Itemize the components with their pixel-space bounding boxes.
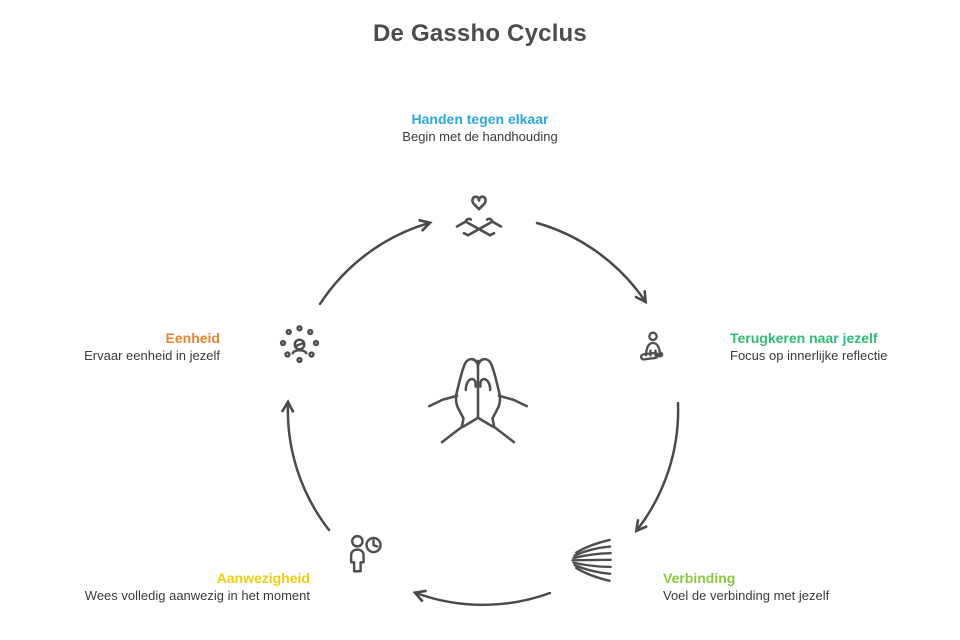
arrow-bottom-left-to-left: [281, 399, 331, 532]
stage-label: Aanwezigheid: [216, 570, 310, 586]
hands-heart-icon: [450, 189, 508, 249]
stage-description: Wees volledig aanwezig in het moment: [84, 588, 310, 603]
stage-label: Verbinding: [663, 570, 736, 586]
flow-lines-icon: [562, 532, 618, 585]
stage-aanwezigheid: Aanwezigheid Wees volledig aanwezig in h…: [80, 570, 310, 604]
stage-description: Begin met de handhouding: [402, 129, 558, 144]
stage-label: Eenheid: [165, 330, 220, 346]
arrow-left-to-top: [318, 218, 433, 306]
stage-description: Voel de verbinding met jezelf: [663, 588, 830, 603]
stage-description: Focus op innerlijke reflectie: [730, 348, 888, 363]
person-dots-icon: [275, 322, 325, 372]
stage-description: Ervaar eenheid in jezelf: [84, 348, 220, 363]
stage-handen-tegen-elkaar: Handen tegen elkaar Begin met de handhou…: [330, 111, 630, 145]
stage-eenheid: Eenheid Ervaar eenheid in jezelf: [20, 330, 220, 364]
stage-label: Handen tegen elkaar: [411, 111, 549, 127]
stage-terugkeren-naar-jezelf: Terugkeren naar jezelf Focus op innerlij…: [730, 330, 945, 364]
stage-label: Terugkeren naar jezelf: [730, 330, 878, 346]
arrow-bottom-right-to-bottom-left: [412, 589, 552, 607]
meditation-icon: [630, 325, 676, 379]
praying-hands-icon: [420, 345, 536, 465]
stage-verbinding: Verbinding Voel de verbinding met jezelf: [663, 570, 878, 604]
arrow-top-to-right: [535, 221, 648, 305]
page-title: De Gassho Cyclus: [373, 20, 587, 47]
arrow-right-to-bottom-right: [634, 401, 680, 533]
person-clock-icon: [339, 529, 393, 587]
